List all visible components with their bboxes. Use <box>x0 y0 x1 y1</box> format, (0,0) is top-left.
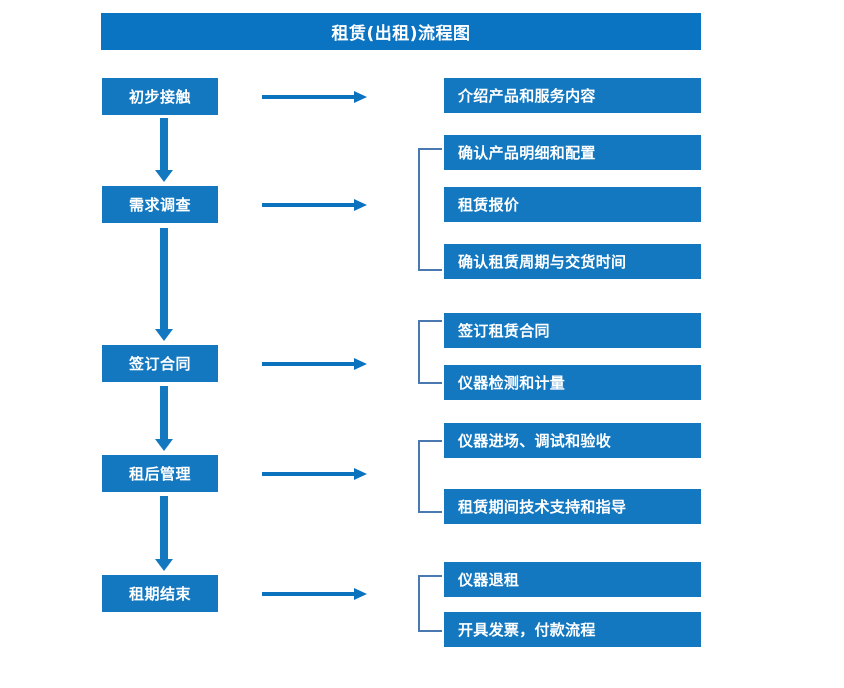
bracket-connector-1 <box>418 148 442 271</box>
detail-box-8[interactable]: 租赁期间技术支持和指导 <box>444 489 701 524</box>
down-arrow-3 <box>155 386 173 451</box>
bracket-connector-4 <box>418 575 442 632</box>
stage-box-4[interactable]: 租后管理 <box>102 455 218 492</box>
detail-box-2[interactable]: 确认产品明细和配置 <box>444 135 701 170</box>
right-arrow-3 <box>262 357 367 371</box>
down-arrow-1 <box>155 118 173 182</box>
right-arrow-5 <box>262 587 367 601</box>
right-arrow-2 <box>262 198 367 212</box>
down-arrow-4 <box>155 496 173 571</box>
bracket-connector-2 <box>418 320 442 384</box>
right-arrow-4 <box>262 467 367 481</box>
detail-box-9[interactable]: 仪器退租 <box>444 562 701 597</box>
detail-box-5[interactable]: 签订租赁合同 <box>444 313 701 348</box>
bracket-connector-3 <box>418 440 442 513</box>
chart-title: 租赁(出租)流程图 <box>101 13 701 50</box>
right-arrow-1 <box>262 90 367 104</box>
stage-box-5[interactable]: 租期结束 <box>102 575 218 612</box>
detail-box-1[interactable]: 介绍产品和服务内容 <box>444 78 701 113</box>
detail-box-10[interactable]: 开具发票，付款流程 <box>444 612 701 647</box>
detail-box-7[interactable]: 仪器进场、调试和验收 <box>444 423 701 458</box>
detail-box-4[interactable]: 确认租赁周期与交货时间 <box>444 244 701 279</box>
stage-box-3[interactable]: 签订合同 <box>102 345 218 382</box>
detail-box-3[interactable]: 租赁报价 <box>444 187 701 222</box>
stage-box-1[interactable]: 初步接触 <box>102 78 218 115</box>
detail-box-6[interactable]: 仪器检测和计量 <box>444 365 701 400</box>
down-arrow-2 <box>155 228 173 341</box>
stage-box-2[interactable]: 需求调查 <box>102 186 218 223</box>
